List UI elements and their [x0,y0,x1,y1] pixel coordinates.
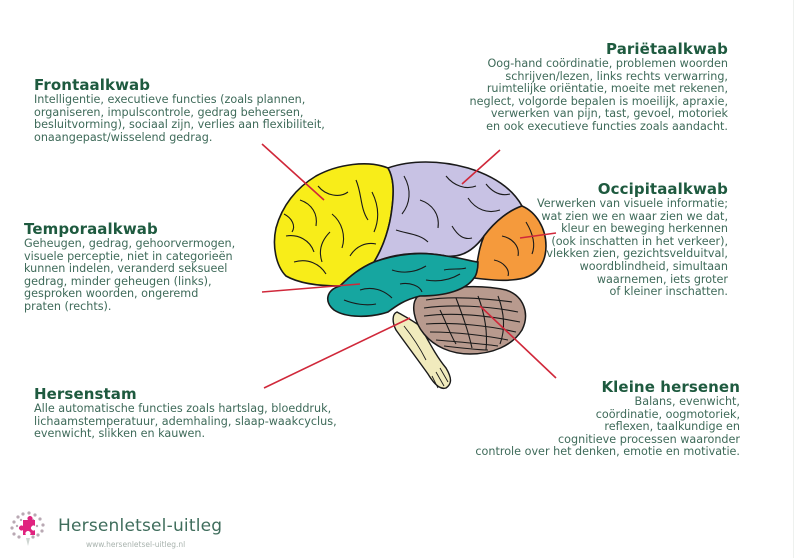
brain-sulci [283,175,535,306]
leader-line-cerebellum [479,305,557,379]
brainstem-title: Hersenstam [34,385,137,403]
brain-puzzle-icon [10,511,45,546]
parietal-lobe-title: Pariëtaalkwab [606,40,728,58]
leader-lines [261,143,557,389]
brand-url[interactable]: www.hersenletsel-uitleg.nl [86,540,186,549]
brainstem-block: Hersenstam Alle automatische functies zo… [34,385,364,441]
leader-line-frontal [261,143,325,201]
temporal-lobe-description: Geheugen, gedrag, gehoorvermogen, visuel… [24,237,236,313]
leader-line-parietal [461,149,501,185]
cerebellum-title: Kleine hersenen [601,378,740,396]
parietal-lobe-description: Oog-hand coördinatie, problemen woorden … [469,57,728,133]
temporal-lobe-region [327,252,479,318]
parietal-lobe-block: Pariëtaalkwab Oog-hand coördinatie, prob… [388,40,728,134]
cerebellum-description: Balans, evenwicht, coördinatie, oogmotor… [475,395,740,459]
frame-edge [793,0,794,558]
leader-line-brainstem [263,317,411,389]
cerebellum-region [412,285,527,355]
frontal-lobe-description: Intelligentie, executieve functies (zoal… [34,93,325,144]
cerebellum-block: Kleine hersenen Balans, evenwicht, coörd… [360,378,740,459]
brainstem-description: Alle automatische functies zoals hartsla… [34,402,337,441]
brainstem-detail [403,325,449,389]
brand-name: Hersenletsel-uitleg [58,516,223,536]
leader-line-temporal [261,283,361,293]
occipital-lobe-title: Occipitaalkwab [597,180,728,198]
frontal-lobe-block: Frontaalkwab Intelligentie, executieve f… [34,76,334,144]
temporal-lobe-title: Temporaalkwab [24,220,158,238]
occipital-lobe-block: Occipitaalkwab Verwerken van visuele inf… [468,180,728,299]
cerebellum-folia [423,295,521,351]
leader-line-occipital [519,232,557,239]
brand-logo: Hersenletsel-uitleg www.hersenletsel-uit… [6,506,406,554]
temporal-lobe-block: Temporaalkwab Geheugen, gedrag, gehoorve… [24,220,304,314]
occipital-lobe-description: Verwerken van visuele informatie; wat zi… [537,197,728,299]
frontal-lobe-title: Frontaalkwab [34,76,151,94]
